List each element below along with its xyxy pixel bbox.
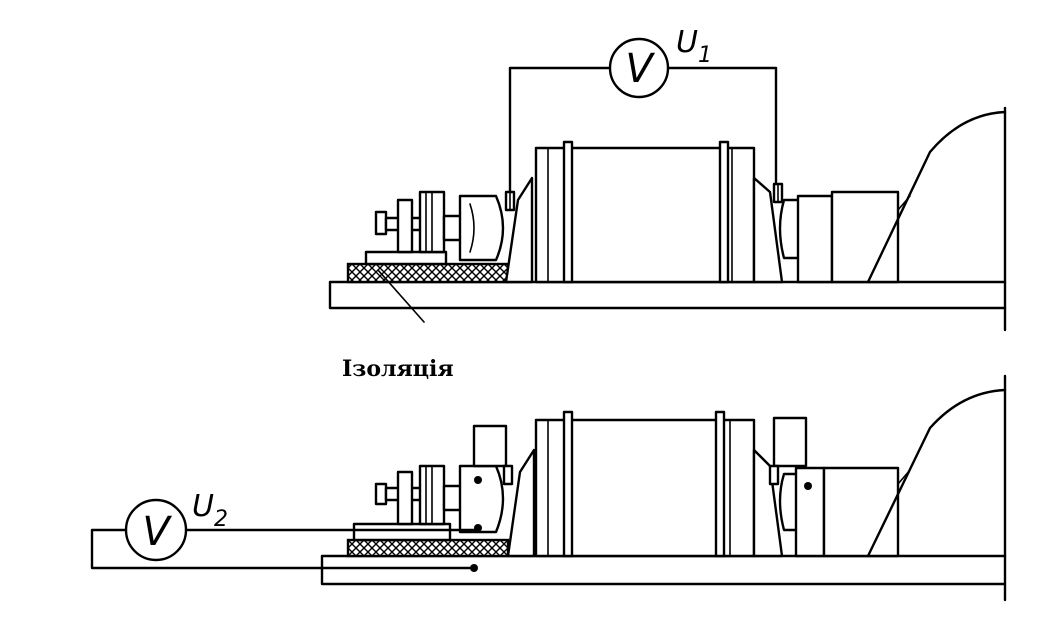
terminal-dot-1 (474, 476, 482, 484)
top-base-plate (328, 280, 1007, 310)
top-exciter-disc (396, 198, 414, 254)
bottom-pedestal-right (752, 448, 784, 558)
top-coupling-right (796, 194, 834, 284)
top-exciter-ribs (425, 191, 433, 253)
bottom-flange-left (562, 410, 574, 558)
insulation-leader (377, 269, 425, 323)
bottom-bearing-housing-left (458, 464, 505, 534)
top-bearing-housing-left (458, 194, 505, 262)
top-casing-curve (866, 110, 1007, 284)
bottom-flange-right (714, 410, 726, 558)
top-voltmeter-circle (608, 37, 670, 99)
bottom-coupling-right (794, 466, 826, 558)
top-bearing-inner-left (469, 203, 475, 253)
bottom-meter-label: U2 (192, 489, 228, 532)
bottom-meter-wire (90, 528, 480, 570)
bottom-driven-machine (822, 466, 900, 558)
terminal-dot-3 (804, 482, 812, 490)
top-voltmeter-symbol: V (625, 46, 655, 92)
bottom-assembly: V U2 (90, 374, 1007, 602)
bottom-insulation-strip (346, 538, 510, 558)
bottom-exciter-plate (352, 522, 452, 542)
bottom-bearing-cap-left (472, 424, 508, 468)
top-pedestal-right (752, 176, 784, 284)
bottom-voltmeter-circle (124, 498, 188, 562)
bottom-exciter-disc (396, 470, 414, 526)
top-pedestal-left (504, 176, 534, 284)
bottom-pedestal-left (506, 448, 536, 558)
top-coupling (374, 210, 388, 236)
top-meter-wire (508, 66, 778, 194)
bottom-casing-curve (866, 388, 1007, 558)
bottom-base-plate (320, 554, 1007, 586)
top-driven-machine (830, 190, 900, 284)
bottom-bearing-cap-right (772, 416, 808, 468)
bottom-voltmeter-symbol: V (142, 509, 172, 555)
top-meter-label: U1 (676, 25, 712, 68)
top-exciter-plate (364, 250, 448, 266)
top-assembly: V U1 (328, 25, 1007, 332)
top-insulation-strip (346, 262, 510, 284)
top-flange-left (562, 140, 574, 284)
top-flange-right (718, 140, 730, 284)
insulation-caption: Ізоляція (342, 356, 454, 382)
bottom-coupling (374, 482, 388, 506)
